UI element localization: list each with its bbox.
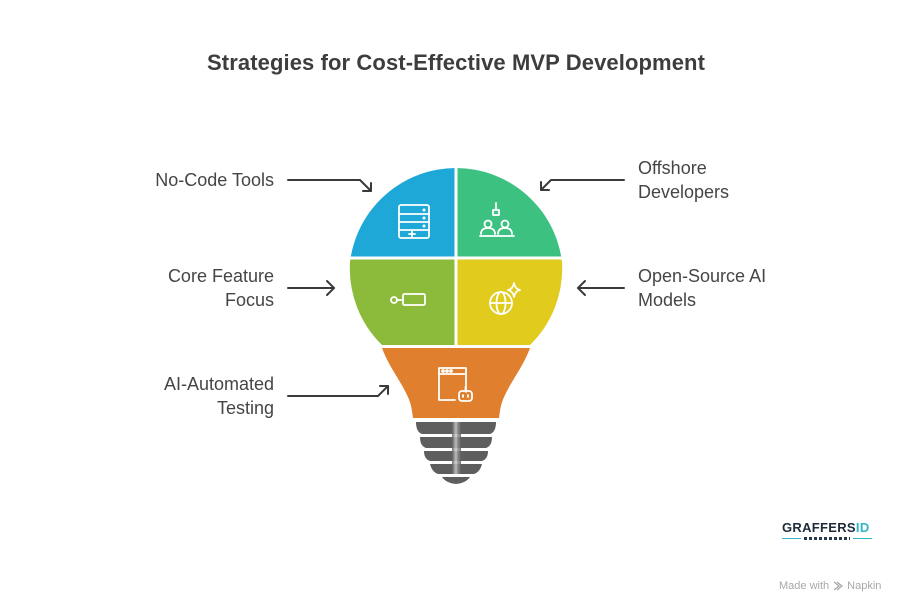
bulb-base	[416, 422, 496, 484]
arrow-ai-automated-testing	[287, 385, 389, 397]
browser-bot-icon	[438, 367, 473, 402]
label-no-code-tools: No-Code Tools	[155, 170, 274, 190]
key-tag-icon	[390, 293, 426, 306]
napkin-logo-icon	[833, 581, 844, 591]
arrow-offshore-developers	[540, 179, 625, 191]
graffersid-logo: GRAFFERSID	[782, 520, 872, 548]
label-offshore-developers: Offshore Developers	[638, 158, 730, 202]
team-workstation-icon	[479, 202, 515, 237]
segment-offshore-developers	[456, 168, 563, 258]
arrow-core-feature-focus	[287, 280, 335, 296]
segment-ai-automated-testing	[382, 348, 530, 418]
segment-open-source-ai	[456, 258, 563, 345]
label-ai-automated-testing: AI-Automated Testing	[163, 374, 274, 418]
arrow-no-code-tools	[287, 179, 372, 192]
segment-core-feature-focus	[349, 258, 456, 345]
page-title: Strategies for Cost-Effective MVP Develo…	[207, 50, 705, 75]
arrow-open-source-ai	[577, 280, 625, 296]
segment-no-code-tools	[349, 168, 456, 258]
label-open-source-ai-models: Open-Source AI Models	[638, 266, 767, 310]
made-with-napkin: Made with Napkin	[779, 580, 882, 592]
server-add-icon	[398, 204, 430, 239]
globe-sparkle-icon	[489, 282, 521, 315]
label-core-feature-focus: Core Feature Focus	[167, 266, 274, 310]
